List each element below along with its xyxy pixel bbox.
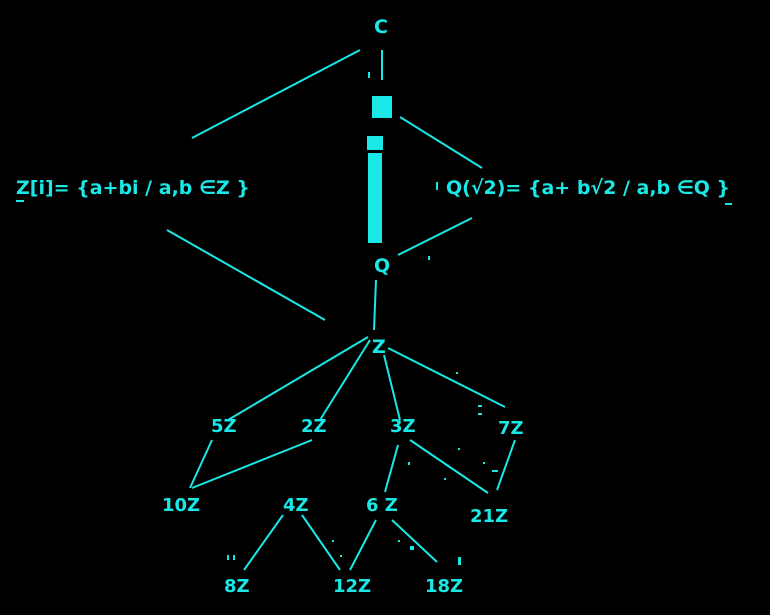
- edge-5z-10z: [189, 439, 213, 489]
- node-12z: 12Z: [333, 576, 372, 597]
- edge-4z-12z: [301, 514, 341, 571]
- r-block: [372, 96, 392, 118]
- edge-zi-z: [166, 229, 326, 321]
- edge-r-qsqrt2: [399, 116, 483, 169]
- edge-6z-18z: [391, 519, 438, 563]
- node-3z: 3Z: [390, 416, 416, 437]
- node-qsqrt2: Q(√2)= {a+ b√2 / a,b ∈Q }: [446, 177, 731, 199]
- node-zi: Z[i]= {a+bi / a,b ∈Z }: [16, 177, 250, 199]
- node-7z: 7Z: [498, 418, 524, 439]
- edge-3z-6z: [384, 444, 399, 493]
- r-vertical-bar: [368, 153, 382, 243]
- edge-3z-21z: [409, 439, 489, 494]
- edge-c-zi: [191, 49, 361, 139]
- node-c: C: [374, 16, 388, 38]
- node-6z: 6 Z: [366, 495, 398, 516]
- node-5z: 5Z: [211, 416, 237, 437]
- edge-6z-12z: [349, 519, 377, 571]
- edge-z-3z: [383, 354, 401, 421]
- node-18z: 18Z: [425, 576, 464, 597]
- edge-7z-21z: [496, 439, 516, 491]
- node-21z: 21Z: [470, 506, 509, 527]
- speckle-noise: [16, 72, 732, 565]
- edge-z-5z: [227, 336, 369, 421]
- r-upper-mark: [367, 136, 383, 150]
- node-10z: 10Z: [162, 495, 201, 516]
- edge-4z-8z: [243, 514, 284, 571]
- node-4z: 4Z: [283, 495, 309, 516]
- edge-z-7z: [387, 347, 506, 408]
- node-2z: 2Z: [301, 416, 327, 437]
- node-q: Q: [374, 255, 391, 277]
- edge-qsqrt2-q: [397, 217, 473, 256]
- edge-2z-10z: [191, 439, 313, 489]
- node-8z: 8Z: [224, 576, 250, 597]
- edge-q-z: [373, 279, 377, 331]
- edge-z-2z: [319, 339, 371, 421]
- node-z: Z: [372, 336, 386, 358]
